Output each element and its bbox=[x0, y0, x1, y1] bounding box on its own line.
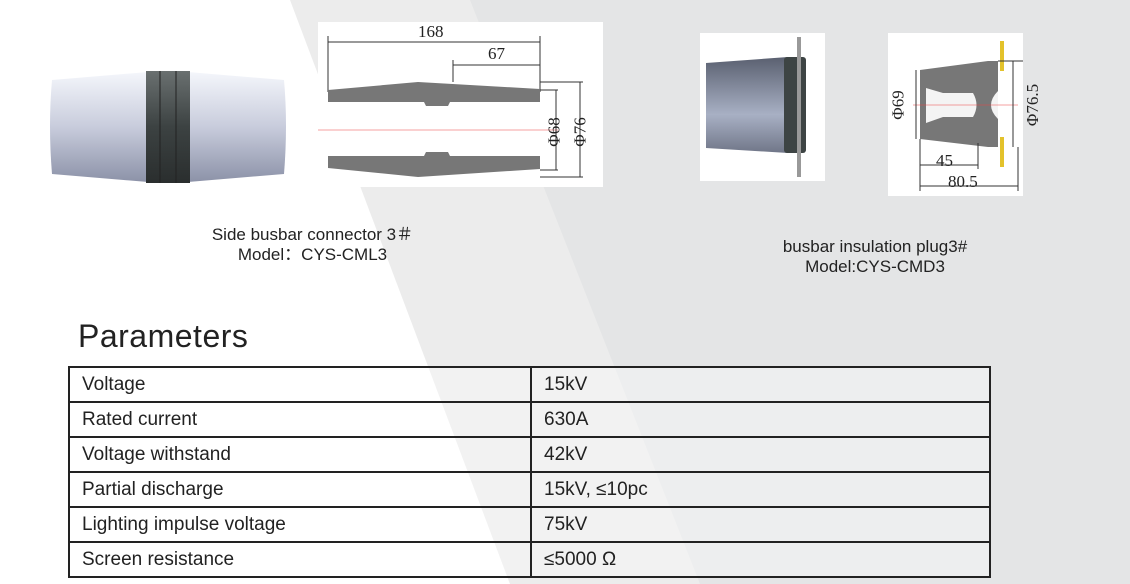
connector-caption: Side busbar connector 3＃ Model：CYS-CML3 bbox=[150, 225, 475, 265]
table-row: Screen resistance≤5000 Ω bbox=[68, 541, 991, 578]
dim-inner-diameter: Φ68 bbox=[544, 117, 564, 147]
connector-drawing: 168 67 Φ68 Φ76 bbox=[318, 22, 603, 187]
parameters-heading: Parameters bbox=[78, 318, 249, 354]
param-label: Voltage bbox=[68, 366, 532, 403]
dim-length: 168 bbox=[418, 22, 444, 41]
product-name: Side busbar connector 3＃ bbox=[211, 225, 414, 244]
param-label: Partial discharge bbox=[68, 471, 532, 508]
param-label: Lighting impulse voltage bbox=[68, 506, 532, 543]
busbar-connector-image bbox=[50, 71, 286, 183]
dim-length: 80.5 bbox=[948, 172, 978, 191]
param-label: Rated current bbox=[68, 401, 532, 438]
product-model: Model：CYS-CML3 bbox=[237, 245, 388, 264]
product-model: Model:CYS-CMD3 bbox=[805, 257, 945, 276]
param-value: ≤5000 Ω bbox=[530, 541, 991, 578]
param-label: Voltage withstand bbox=[68, 436, 532, 473]
dim-depth: 45 bbox=[936, 151, 953, 170]
plug-caption: busbar insulation plug3# Model:CYS-CMD3 bbox=[720, 237, 1030, 277]
plug-drawing: Φ69 Φ76.5 45 80.5 bbox=[888, 33, 1042, 196]
dim-outer-diameter: Φ76 bbox=[570, 117, 590, 147]
product-name: busbar insulation plug3# bbox=[782, 237, 968, 256]
insulation-plug-image bbox=[700, 33, 825, 181]
param-value: 42kV bbox=[530, 436, 991, 473]
param-value: 15kV, ≤10pc bbox=[530, 471, 991, 508]
param-value: 75kV bbox=[530, 506, 991, 543]
param-value: 630A bbox=[530, 401, 991, 438]
param-label: Screen resistance bbox=[68, 541, 532, 578]
dim-small-diameter: Φ69 bbox=[888, 90, 908, 120]
dim-offset: 67 bbox=[488, 44, 505, 63]
dim-large-diameter: Φ76.5 bbox=[1023, 83, 1043, 127]
param-value: 15kV bbox=[530, 366, 991, 403]
